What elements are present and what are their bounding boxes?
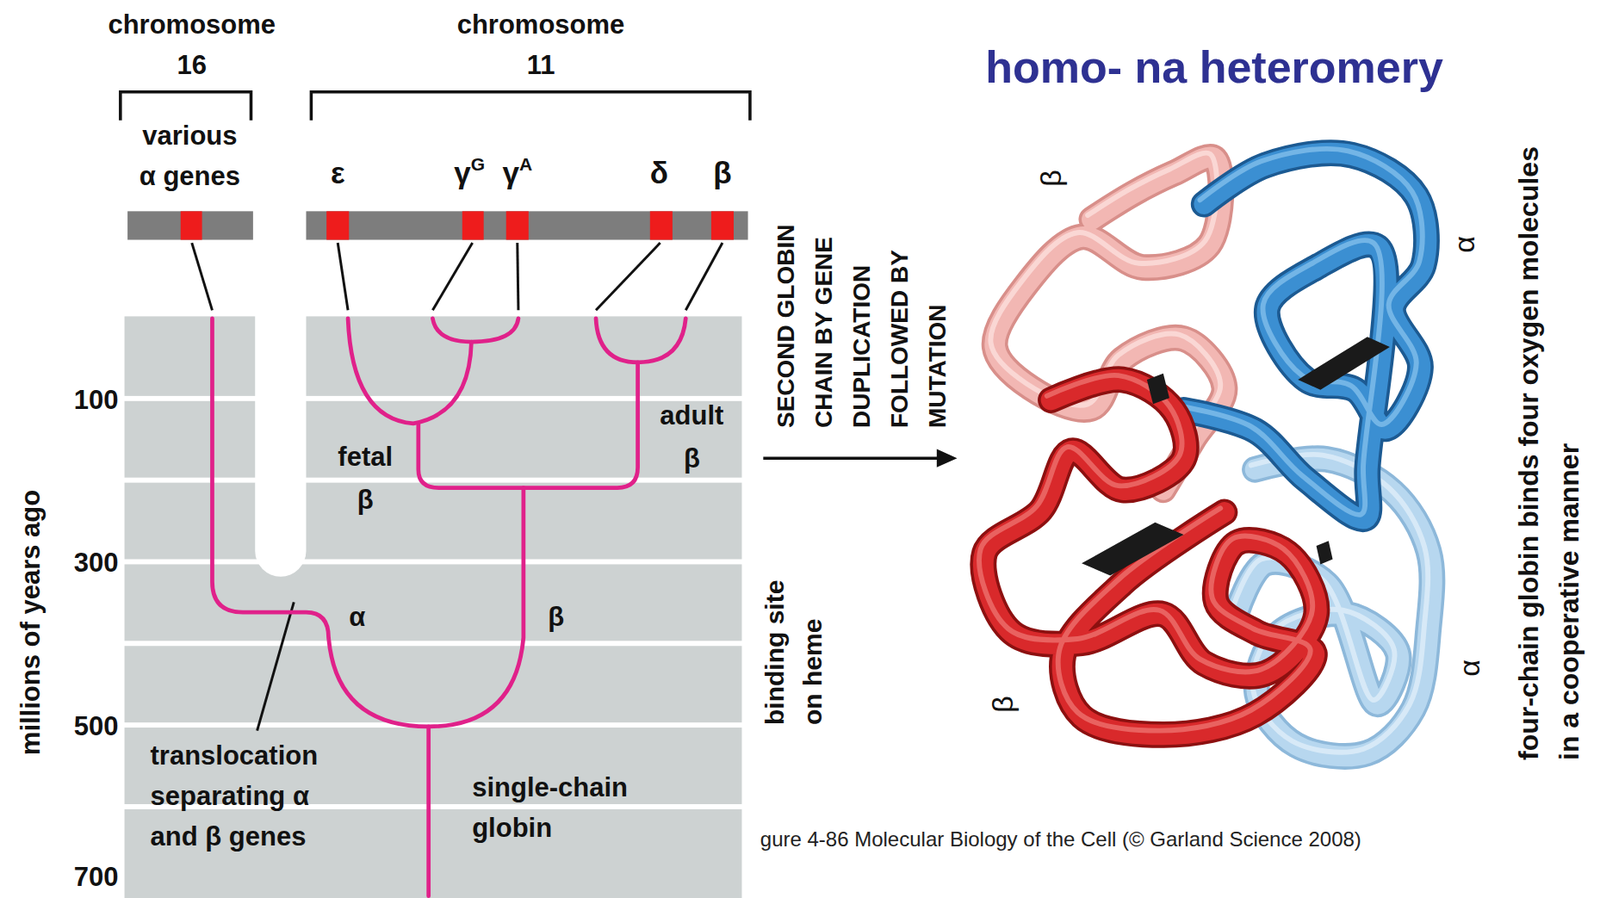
hemoglobin-illustration [979,148,1433,757]
gene-label: γA [502,155,533,192]
gene-symbol: γ [502,155,519,190]
gene-marks [180,210,734,240]
gene-symbol: γ [453,155,471,190]
tree-branch [426,726,431,897]
axis-tick: 300 [74,546,119,579]
figure-caption: gure 4-86 Molecular Biology of the Cell … [760,827,1362,853]
process-arrow [762,449,957,468]
chain-label: β [984,695,1020,714]
chain-label: α [1451,659,1488,677]
chain-outline [1184,153,1427,520]
gene-mark [180,210,203,240]
leader-line [192,242,213,311]
leader-line [685,242,723,311]
axis-tick: 700 [74,861,119,894]
bracket [120,92,252,121]
chromosome-bars [127,210,748,240]
tree-branch [432,318,519,342]
gene-superscript: G [471,154,485,174]
gene-mark [462,210,484,240]
gene-mark [326,210,349,240]
gene-mark [711,210,734,240]
axis-tick: 500 [74,710,119,743]
axis-title: millions of years ago [14,489,47,756]
chromosome-brackets [120,92,751,121]
heme-group [1081,522,1184,577]
time-band [124,316,743,396]
gene-label: ε [330,155,346,192]
branch-label: fetal β [329,435,401,522]
gene-mark [506,210,529,240]
gene-group-label: various α genes [134,115,245,197]
beta-chain-front [979,375,1317,735]
side-note: four-chain globin binds four oxygen mole… [1508,131,1590,761]
branch-label: adult β [653,394,730,481]
tree-branch [418,362,639,489]
chain-label: α [1446,236,1483,255]
chain-highlight [979,375,1313,732]
bracket [310,92,751,121]
heme-note: binding site on heme [756,561,832,726]
axis-tick: 100 [74,384,119,416]
branch-label: α [348,601,366,633]
gene-label: δ [650,155,669,192]
time-band [124,645,743,723]
gene-label: β [713,155,732,192]
band-notch [254,310,306,577]
process-note: SECOND GLOBIN CHAIN BY GENE DUPLICATION … [767,169,957,428]
time-bands [124,316,743,898]
arrow-head [936,449,958,468]
heme-group [1147,373,1170,405]
alpha-chain-front [1179,148,1427,520]
arrow-shaft [762,456,941,460]
chromosome-bar [127,210,254,240]
leader-line [595,242,661,311]
chain-highlight [1179,148,1423,515]
gene-label: γG [453,155,485,192]
leader-line [517,242,519,311]
leader-line [432,242,472,311]
gene-superscript: A [519,154,533,174]
page-title: homo- na heteromery [985,40,1444,94]
time-band [124,401,743,478]
tree-branch [595,318,686,363]
chromosome-bar [305,210,748,240]
tree-branch [211,318,523,727]
chain-tube [1184,153,1427,520]
time-band [124,483,743,560]
leader-line [337,242,348,311]
branch-label: β [547,601,565,633]
leader-line [257,601,295,731]
chain-label: β [1033,170,1069,188]
chromosome-label: chromosome 16 [101,4,283,86]
event-note: translocation separating α and β genes [150,735,336,857]
gene-leaders [192,242,723,732]
heme-group [1316,540,1334,565]
root-label: single-chain globin [471,767,645,849]
heme-group [1297,336,1390,391]
gene-mark [650,210,673,240]
chromosome-label: chromosome 11 [450,4,632,86]
tree-branch [347,318,472,424]
